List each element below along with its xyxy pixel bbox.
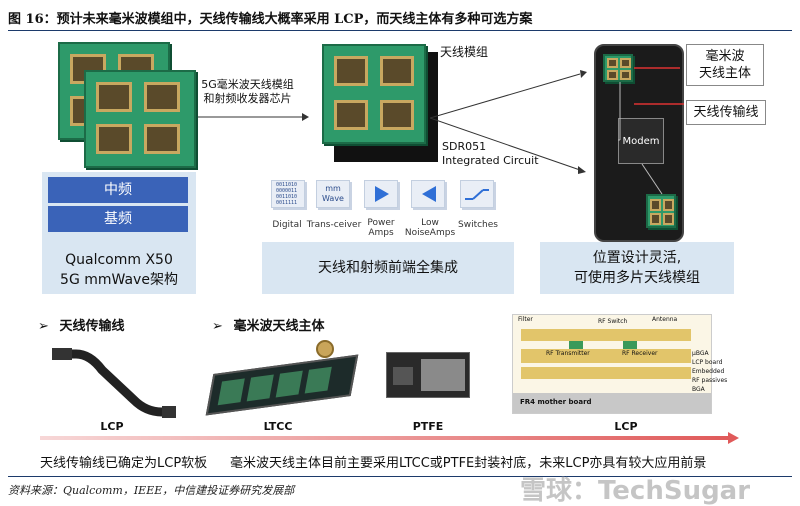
antenna-module-label: 天线模组 [440, 45, 489, 59]
label-lcp-cable: LCP [100, 420, 124, 433]
ic-label-line2: Integrated Circuit [442, 154, 539, 167]
low-noise-amps-icon [411, 180, 445, 208]
power-amps-label-line1: Power [367, 218, 395, 228]
low-noise-amps-label-line1: Low [421, 218, 439, 228]
low-noise-amps-label-line2: NoiseAmps [404, 228, 456, 238]
module-label: 5G毫米波天线模组 和射频收发器芯片 [190, 78, 305, 106]
label-ptfe: PTFE [412, 420, 444, 433]
phone-wiring [618, 67, 684, 195]
phone-antenna-module-top [603, 54, 633, 82]
caption-flexible-placement-line2: 可使用多片天线模组 [574, 270, 700, 286]
power-amps-icon [364, 180, 398, 208]
caption-integration: 天线和射频前端全集成 [318, 260, 458, 276]
stack-label-antenna: Antenna [652, 316, 678, 323]
rf-connector-icon [316, 340, 334, 358]
stack-label-rf-passives: RF passives [692, 377, 728, 384]
antenna-module-chip [322, 44, 426, 144]
section-antenna-body: ➢ 毫米波天线主体 [212, 315, 324, 334]
caption-qualcomm: Qualcomm X50 5G mmWave架构 [42, 250, 196, 290]
digital-label: Digital [272, 220, 302, 230]
module-label-line2: 和射频收发器芯片 [203, 92, 292, 105]
stack-label-rf-transmitter: RF Transmitter [546, 350, 590, 357]
module-label-line1: 5G毫米波天线模组 [201, 78, 294, 91]
section-antenna-body-text: 毫米波天线主体 [233, 319, 325, 334]
stack-label-ubga: μBGA [692, 350, 709, 357]
lcp-stack-diagram [512, 314, 712, 414]
stack-label-rf-receiver: RF Receiver [622, 350, 658, 357]
caption-flexible-placement: 位置设计灵活, 可使用多片天线模组 [540, 248, 734, 288]
ic-label-line1: SDR051 [442, 140, 487, 153]
title-rule [8, 30, 792, 31]
label-antenna-body-line2: 天线主体 [698, 66, 751, 81]
stack-label-embedded: Embedded [692, 368, 725, 375]
label-ltcc: LTCC [263, 420, 293, 433]
stack-label-rf-switch: RF Switch [598, 318, 628, 325]
bullet-icon: ➢ [212, 319, 223, 334]
caption-qualcomm-line2: 5G mmWave架构 [60, 272, 178, 288]
source-rule [8, 476, 792, 477]
band-base-frequency: 基频 [48, 206, 188, 232]
bullet-icon: ➢ [38, 319, 49, 334]
arrow-to-antenna-module [198, 113, 309, 121]
caption-qualcomm-line1: Qualcomm X50 [65, 252, 173, 268]
band-mid-frequency: 中频 [48, 177, 188, 203]
label-lcp-stack: LCP [614, 420, 638, 433]
connection-lines [430, 70, 587, 174]
label-antenna-body-line1: 毫米波 [705, 49, 745, 64]
section-transmission-line-text: 天线传输线 [59, 319, 125, 334]
panel-flexible-placement [540, 242, 734, 294]
figure-title: 图 16：预计未来毫米波模组中，天线传输线大概率采用 LCP，而天线主体有多种可… [8, 12, 533, 27]
chip-module-front [84, 70, 196, 168]
power-amps-label-line2: Amps [368, 228, 394, 238]
section-transmission-line: ➢ 天线传输线 [38, 315, 124, 334]
stack-label-lcp-board: LCP board [692, 359, 723, 366]
lcp-flex-cable [52, 348, 176, 418]
progress-arrow [40, 432, 739, 444]
transceiver-label: Trans-ceiver [306, 220, 362, 230]
label-antenna-body: 毫米波 天线主体 [686, 44, 764, 86]
caption-flexible-placement-line1: 位置设计灵活, [592, 250, 682, 266]
footer-antenna-body: 毫米波天线主体目前主要采用LTCC或PTFE封装衬底，未来LCP亦具有较大应用前… [230, 456, 707, 471]
stack-label-filter: Filter [518, 316, 533, 323]
phone-antenna-module-bottom [646, 194, 676, 228]
switches-label: Switches [458, 220, 498, 230]
watermark: 雪球：TechSugar [520, 476, 751, 506]
ptfe-module [386, 352, 470, 398]
stack-label-fr4: FR4 mother board [520, 398, 592, 406]
source-note: 资料来源：Qualcomm，IEEE，中信建投证券研究发展部 [8, 484, 295, 497]
panel-integration [262, 242, 514, 294]
footer-transmission-line: 天线传输线已确定为LCP软板 [40, 456, 208, 471]
ic-label: SDR051 Integrated Circuit [442, 140, 539, 168]
ltcc-module [205, 354, 359, 416]
switches-icon [460, 180, 494, 208]
label-transmission-line: 天线传输线 [686, 100, 766, 125]
low-noise-amps-label: Low NoiseAmps [404, 218, 456, 238]
power-amps-label: Power Amps [358, 218, 404, 238]
stack-label-bga: BGA [692, 386, 705, 393]
modem-chip: Modem [618, 118, 664, 164]
